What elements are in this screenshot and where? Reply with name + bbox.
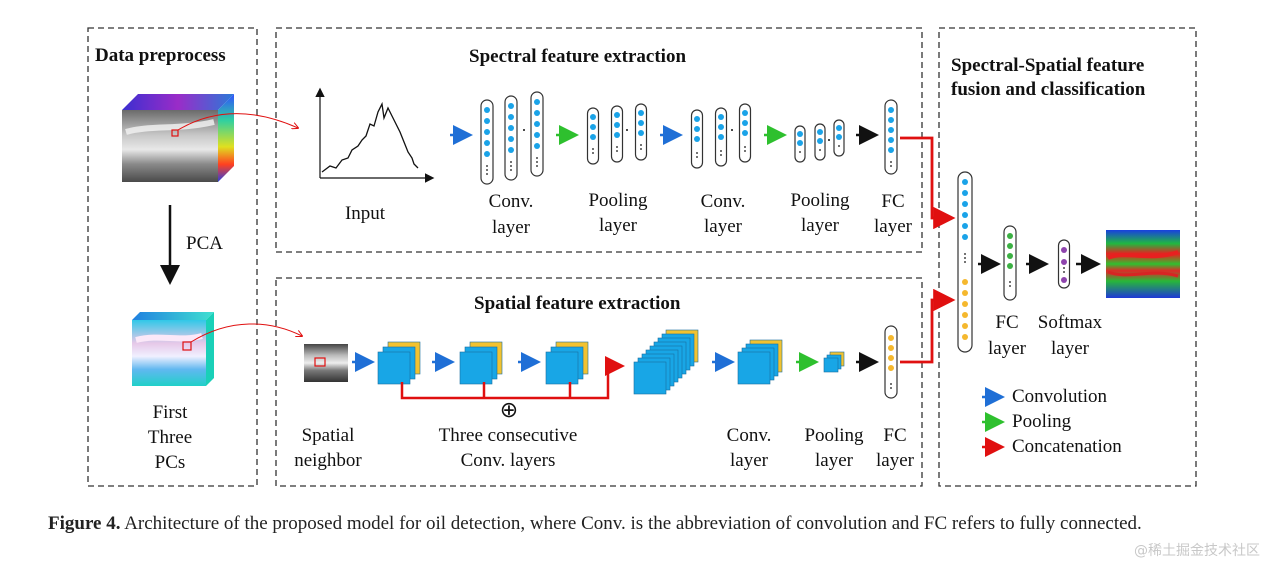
spatial-pool-stack: [823, 351, 845, 373]
input-spectrum-plot: [315, 87, 435, 183]
spectral-pool1-column-1: [586, 107, 600, 165]
neighbor-label-1: Spatial: [301, 425, 355, 446]
input-label: Input: [344, 203, 386, 224]
spectral-pool1-label-2: layer: [599, 215, 637, 236]
spectral-conv1-label-2: layer: [492, 217, 530, 238]
spatial-conv-stack-4: [737, 339, 783, 385]
neighbor-label-2: neighbor: [294, 450, 362, 471]
concat-skip-path: [400, 356, 625, 400]
spectral-conv1-label-1: Conv.: [488, 191, 534, 212]
spatial-fc-column: [884, 325, 898, 399]
spatial-neighbor-patch: [304, 344, 348, 382]
spatial-conv-label-1: Conv.: [726, 425, 772, 446]
pc-cube: [132, 312, 214, 386]
legend-pooling: Pooling: [1012, 411, 1072, 432]
fusion-box: [938, 27, 1197, 487]
spatial-title: Spatial feature extraction: [474, 293, 681, 314]
spectral-box: [275, 27, 923, 253]
caption-text: Architecture of the proposed model for o…: [124, 513, 1142, 534]
first-label: First: [152, 402, 188, 423]
spectral-title: Spectral feature extraction: [469, 46, 687, 67]
spectral-conv2-column-1: [690, 109, 704, 169]
spectral-pool2-label-1: Pooling: [790, 190, 850, 211]
spectral-fc-column: [884, 99, 898, 175]
three-conv-label-1: Three consecutive: [438, 425, 578, 446]
spectral-conv2-label-2: layer: [704, 216, 742, 237]
legend-convolution: Convolution: [1012, 386, 1108, 407]
fusion-concat-column: [957, 171, 973, 353]
spatial-box: [275, 277, 923, 487]
spectral-pool2-column-1: [794, 125, 806, 163]
spectral-ellipsis-4: [828, 139, 830, 141]
fusion-title-line2: fusion and classification: [951, 79, 1146, 100]
fusion-fc-column: [1003, 225, 1017, 301]
spatial-pool-label-2: layer: [815, 450, 853, 471]
spatial-conv-label-2: layer: [730, 450, 768, 471]
spectral-pool1-column-3: [634, 103, 648, 161]
data-preprocess-box: [87, 27, 258, 487]
spectral-fc-label-1: FC: [881, 191, 905, 212]
spectral-conv2-column-2: [714, 107, 728, 167]
spectral-conv2-label-1: Conv.: [700, 191, 746, 212]
spatial-pool-label-1: Pooling: [804, 425, 864, 446]
spectral-concat-path: [900, 136, 956, 230]
spatial-conv-stack-3: [545, 341, 589, 385]
fusion-title-line1: Spectral-Spatial feature: [951, 55, 1145, 76]
spatial-fc-label-1: FC: [883, 425, 907, 446]
softmax-label-1: Softmax: [1037, 312, 1103, 333]
figure-caption: Figure 4. Architecture of the proposed m…: [48, 508, 1248, 539]
spectral-conv2-column-3: [738, 103, 752, 163]
hyperspectral-cube: [122, 94, 234, 182]
three-label: Three: [147, 427, 193, 448]
spatial-concat-path: [900, 288, 956, 364]
spatial-fc-label-2: layer: [876, 450, 914, 471]
spectral-ellipsis-3: [731, 129, 733, 131]
pcs-label: PCs: [154, 452, 186, 473]
spatial-conv-stack-1: [377, 341, 421, 385]
oplus-symbol: ⊕: [499, 397, 519, 422]
spectral-fc-label-2: layer: [874, 216, 912, 237]
spectral-pool2-label-2: layer: [801, 215, 839, 236]
spectral-ellipsis-2: [626, 129, 628, 131]
spectral-ellipsis-1: [523, 129, 525, 131]
spectral-pool1-column-2: [610, 105, 624, 163]
pca-label: PCA: [186, 233, 223, 254]
softmax-label-2: layer: [1051, 338, 1089, 359]
watermark: @稀土掘金技术社区: [1134, 543, 1260, 559]
data-preprocess-title: Data preprocess: [95, 45, 226, 66]
spectral-pool2-column-3: [833, 119, 845, 157]
output-classification-map: [1106, 230, 1180, 298]
fusion-fc-label-1: FC: [995, 312, 1019, 333]
spectral-conv1-column-1: [480, 99, 494, 185]
spectral-pool2-column-2: [814, 123, 826, 161]
spectral-conv1-column-3: [530, 91, 544, 177]
spatial-conv-stack-2: [459, 341, 503, 385]
softmax-column: [1057, 239, 1071, 289]
cube-to-input-link: [177, 113, 298, 131]
three-conv-label-2: Conv. layers: [460, 450, 556, 471]
pc-to-neighbor-link: [190, 323, 302, 343]
caption-label: Figure 4.: [48, 513, 121, 534]
spectral-conv1-column-2: [504, 95, 518, 181]
spatial-concat-stack: [633, 329, 699, 395]
fusion-fc-label-2: layer: [988, 338, 1026, 359]
legend-concatenation: Concatenation: [1012, 436, 1122, 457]
spectral-pool1-label-1: Pooling: [588, 190, 648, 211]
